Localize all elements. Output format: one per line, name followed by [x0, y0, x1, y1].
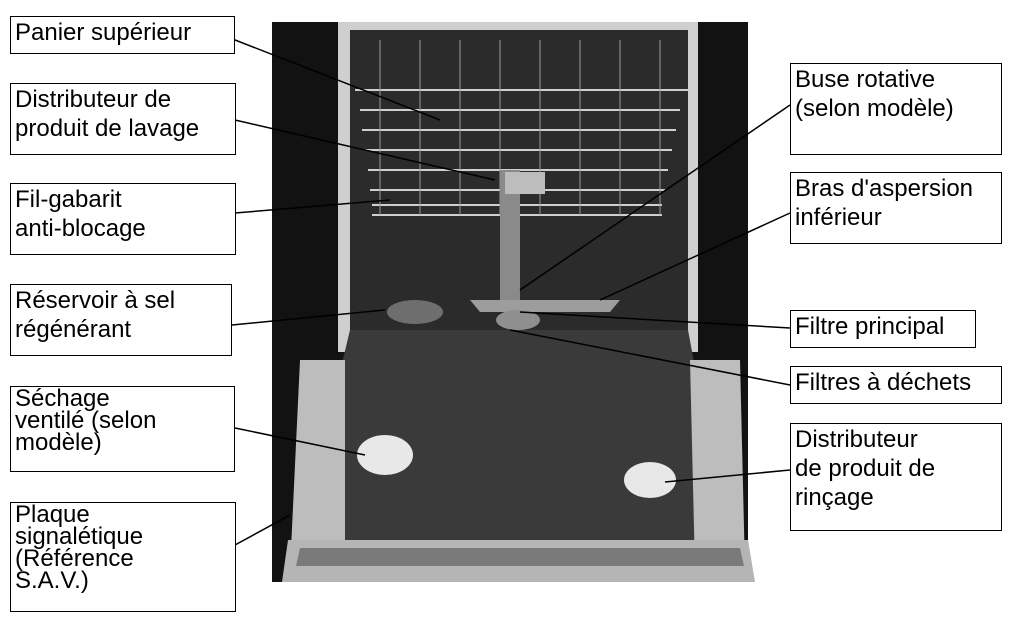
label-distributeur-rincage: Distributeur de produit de rinçage — [790, 423, 1002, 531]
label-reservoir-sel: Réservoir à sel régénérant — [10, 284, 232, 356]
label-bras-aspersion: Bras d'aspersion inférieur — [790, 172, 1002, 244]
label-filtres-dechets: Filtres à déchets — [790, 366, 1002, 404]
label-distributeur-lavage: Distributeur de produit de lavage — [10, 83, 236, 155]
central-tube — [500, 170, 520, 300]
filter-cap — [496, 310, 540, 330]
detergent-dispenser-shape — [505, 172, 545, 194]
lower-spray-arm — [470, 300, 620, 312]
label-plaque-signaletique: Plaque signalétique (Référence S.A.V.) — [10, 502, 236, 612]
leader-lines — [229, 37, 791, 546]
label-buse-rotative: Buse rotative (selon modèle) — [790, 63, 1002, 155]
label-sechage-ventile: Séchage ventilé (selon modèle) — [10, 386, 235, 472]
door-frame — [290, 360, 345, 570]
salt-reservoir-cap — [387, 300, 443, 324]
label-panier-superieur: Panier supérieur — [10, 16, 235, 54]
tub-bottom — [290, 330, 735, 580]
label-filtre-principal: Filtre principal — [790, 310, 976, 348]
drying-vent-cap — [357, 435, 413, 475]
label-fil-gabarit: Fil-gabarit anti-blocage — [10, 183, 236, 255]
rinse-aid-cap — [624, 462, 676, 498]
